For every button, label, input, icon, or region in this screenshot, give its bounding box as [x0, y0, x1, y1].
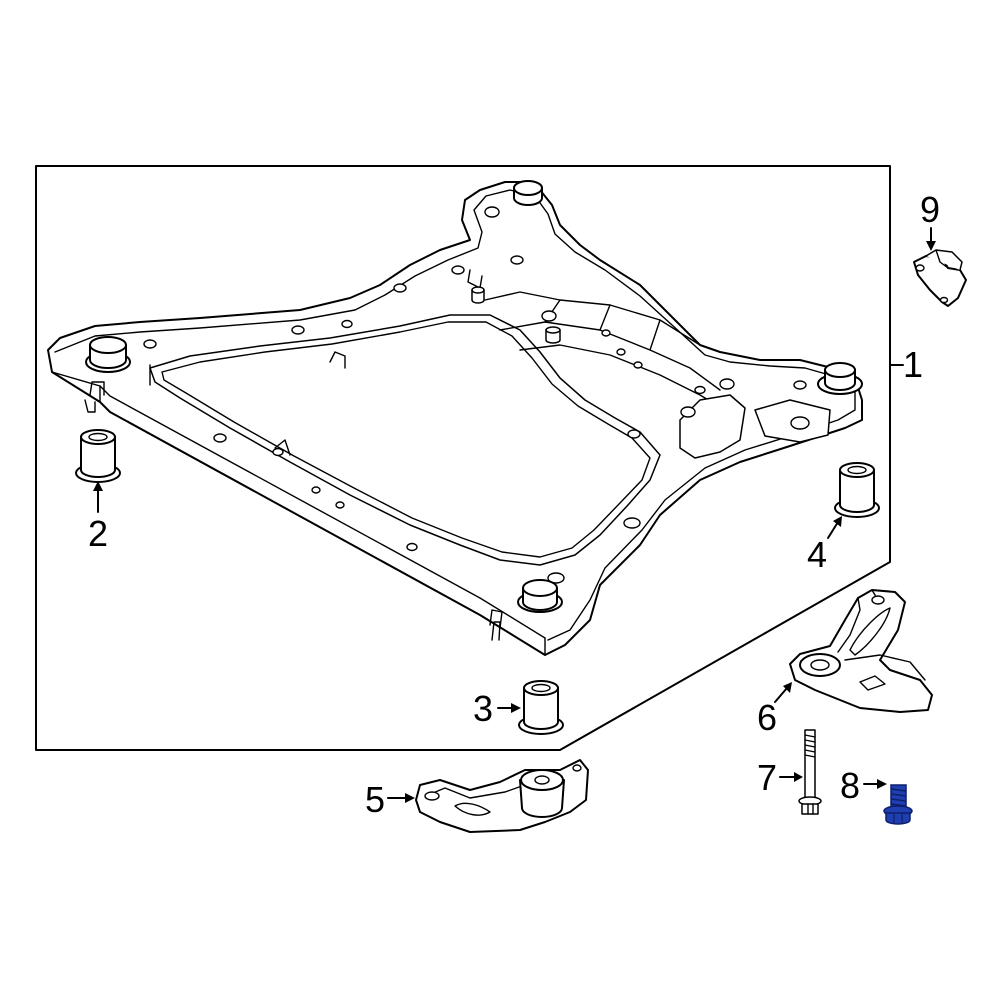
- callout-5-label: 5: [365, 779, 385, 820]
- rear-left-mount-tower: [85, 336, 131, 373]
- bushing-part-2[interactable]: [75, 429, 121, 483]
- callout-7-label: 7: [757, 757, 777, 798]
- assembly-outline: [35, 165, 891, 751]
- bracket-part-5[interactable]: [415, 759, 589, 833]
- callout-9-arrowhead: [926, 241, 936, 251]
- callout-1-label: 1: [903, 344, 923, 385]
- bracket-part-6[interactable]: [789, 589, 933, 713]
- bushing-part-4[interactable]: [834, 462, 880, 518]
- bolt-part-7[interactable]: [798, 729, 822, 815]
- callout-4-leader: [827, 521, 839, 539]
- callout-3-label: 3: [473, 688, 493, 729]
- rear-right-mount-tower: [817, 362, 863, 395]
- callout-3-arrowhead: [511, 703, 521, 713]
- callout-2-arrowhead: [93, 481, 103, 491]
- callout-8-arrowhead: [877, 779, 887, 789]
- callout-4-label: 4: [807, 534, 827, 575]
- callout-6-label: 6: [757, 697, 777, 738]
- callout-2-label: 2: [88, 513, 108, 554]
- callout-7-arrowhead: [794, 772, 803, 782]
- crossmember[interactable]: [47, 180, 863, 656]
- callout-8-label: 8: [840, 765, 860, 806]
- rear-center-mount-tower: [513, 180, 543, 206]
- callout-5-arrowhead: [405, 793, 415, 803]
- callout-6-leader: [774, 687, 788, 703]
- bolt-part-8[interactable]: [883, 784, 913, 825]
- callout-4-arrowhead: [833, 516, 842, 527]
- callout-9-label: 9: [920, 189, 940, 230]
- front-mount-tower: [517, 579, 563, 613]
- bracket-part-9[interactable]: [913, 249, 967, 307]
- bushing-part-3[interactable]: [518, 680, 564, 735]
- callout-6-arrowhead: [783, 682, 792, 693]
